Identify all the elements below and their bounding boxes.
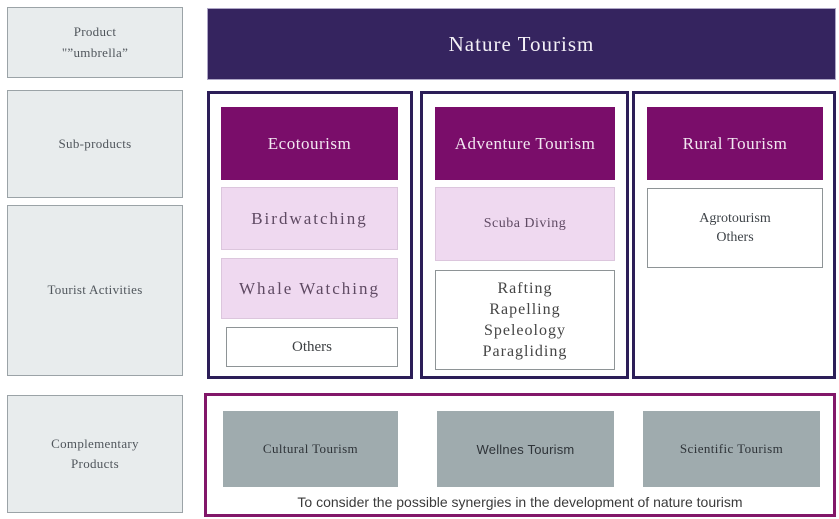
row-label-complementary-products: Complementary Products xyxy=(7,395,183,513)
adventure-tourism-title: Adventure Tourism xyxy=(435,107,615,180)
synergies-note: To consider the possible synergies in th… xyxy=(297,494,743,510)
rural-tourism-title: Rural Tourism xyxy=(647,107,823,180)
scientific-tourism-box: Scientific Tourism xyxy=(643,411,820,487)
row-label-product-umbrella: Product "”umbrella” xyxy=(7,7,183,78)
cultural-tourism-box: Cultural Tourism xyxy=(223,411,398,487)
adventure-tourism-column: Adventure Tourism Scuba Diving Rafting R… xyxy=(420,91,629,379)
birdwatching-box: Birdwatching xyxy=(221,187,398,250)
row-label-tourist-activities: Tourist Activities xyxy=(7,205,183,376)
ecotourism-title: Ecotourism xyxy=(221,107,398,180)
complementary-products-section: Cultural Tourism Wellnes Tourism Scienti… xyxy=(204,393,836,517)
ecotourism-column: Ecotourism Birdwatching Whale Watching O… xyxy=(207,91,413,379)
scuba-diving-box: Scuba Diving xyxy=(435,187,615,261)
nature-tourism-header: Nature Tourism xyxy=(207,8,836,80)
row-label-sub-products: Sub-products xyxy=(7,90,183,198)
agrotourism-others-box: Agrotourism Others xyxy=(647,188,823,268)
wellness-tourism-box: Wellnes Tourism xyxy=(437,411,614,487)
ecotourism-others-box: Others xyxy=(226,327,398,367)
whale-watching-box: Whale Watching xyxy=(221,258,398,319)
adventure-activities-box: Rafting Rapelling Speleology Paragliding xyxy=(435,270,615,370)
rural-tourism-column: Rural Tourism Agrotourism Others xyxy=(632,91,836,379)
